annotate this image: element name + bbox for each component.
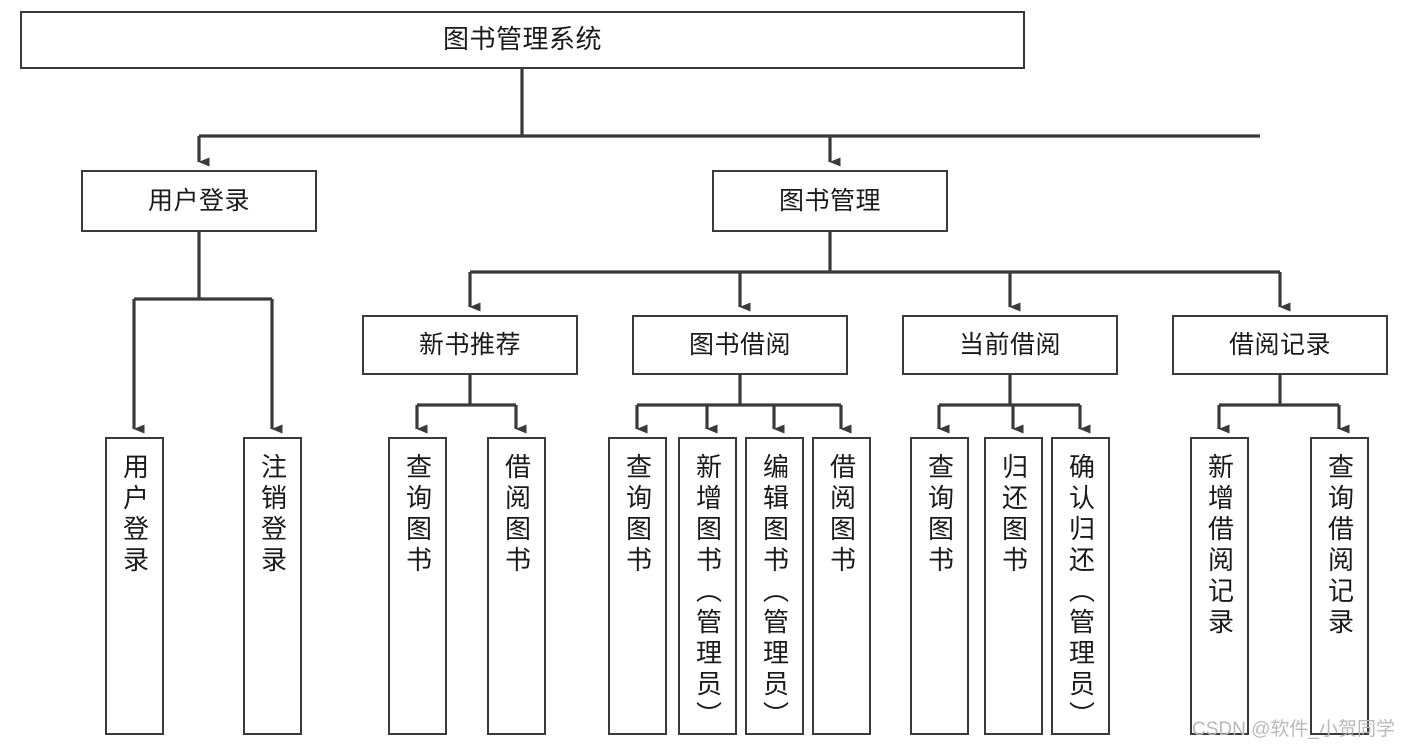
node-label: 用户登录: [147, 187, 250, 215]
node-leaf-edit-book-admin[interactable]: 编辑图书（管理员）: [745, 437, 804, 735]
node-label: 当前借阅: [958, 331, 1061, 359]
node-label: 图书借阅: [688, 331, 791, 359]
node-label: 确认归还（管理员）: [1065, 453, 1096, 732]
node-label: 注销登录: [257, 453, 288, 577]
node-leaf-query-book-current[interactable]: 查询图书: [910, 437, 969, 735]
node-book-management[interactable]: 图书管理: [712, 170, 948, 232]
node-leaf-add-book-admin[interactable]: 新增图书（管理员）: [678, 437, 737, 735]
node-label: 借阅图书: [826, 453, 857, 577]
node-label: 新书推荐: [418, 331, 521, 359]
node-label: 借阅记录: [1228, 331, 1331, 359]
node-label: 借阅图书: [501, 453, 532, 577]
node-label: 图书管理系统: [442, 24, 602, 55]
node-label: 查询图书: [622, 453, 653, 577]
node-leaf-confirm-return-admin[interactable]: 确认归还（管理员）: [1051, 437, 1110, 735]
node-label: 查询图书: [924, 453, 955, 577]
node-borrow-record[interactable]: 借阅记录: [1172, 315, 1388, 375]
node-leaf-borrow-book-recommend[interactable]: 借阅图书: [487, 437, 546, 735]
node-label: 新增借阅记录: [1204, 453, 1235, 639]
node-leaf-add-borrow-record[interactable]: 新增借阅记录: [1190, 437, 1249, 735]
node-label: 归还图书: [998, 453, 1029, 577]
node-label: 查询图书: [402, 453, 433, 577]
node-label: 查询借阅记录: [1324, 453, 1355, 639]
node-new-book-recommend[interactable]: 新书推荐: [362, 315, 578, 375]
node-book-borrow[interactable]: 图书借阅: [632, 315, 848, 375]
node-current-borrow[interactable]: 当前借阅: [902, 315, 1118, 375]
node-leaf-return-book[interactable]: 归还图书: [984, 437, 1043, 735]
node-leaf-user-login[interactable]: 用户登录: [105, 437, 164, 735]
node-user-login[interactable]: 用户登录: [81, 170, 317, 232]
node-root-book-management-system[interactable]: 图书管理系统: [20, 11, 1025, 69]
node-label: 新增图书（管理员）: [692, 453, 723, 732]
node-label: 用户登录: [119, 453, 150, 577]
node-leaf-query-book-recommend[interactable]: 查询图书: [388, 437, 447, 735]
node-leaf-query-book-borrow[interactable]: 查询图书: [608, 437, 667, 735]
node-leaf-query-borrow-record[interactable]: 查询借阅记录: [1310, 437, 1369, 735]
node-label: 编辑图书（管理员）: [759, 453, 790, 732]
node-leaf-borrow-book-borrow[interactable]: 借阅图书: [812, 437, 871, 735]
node-leaf-logout-login[interactable]: 注销登录: [243, 437, 302, 735]
node-label: 图书管理: [778, 187, 881, 215]
